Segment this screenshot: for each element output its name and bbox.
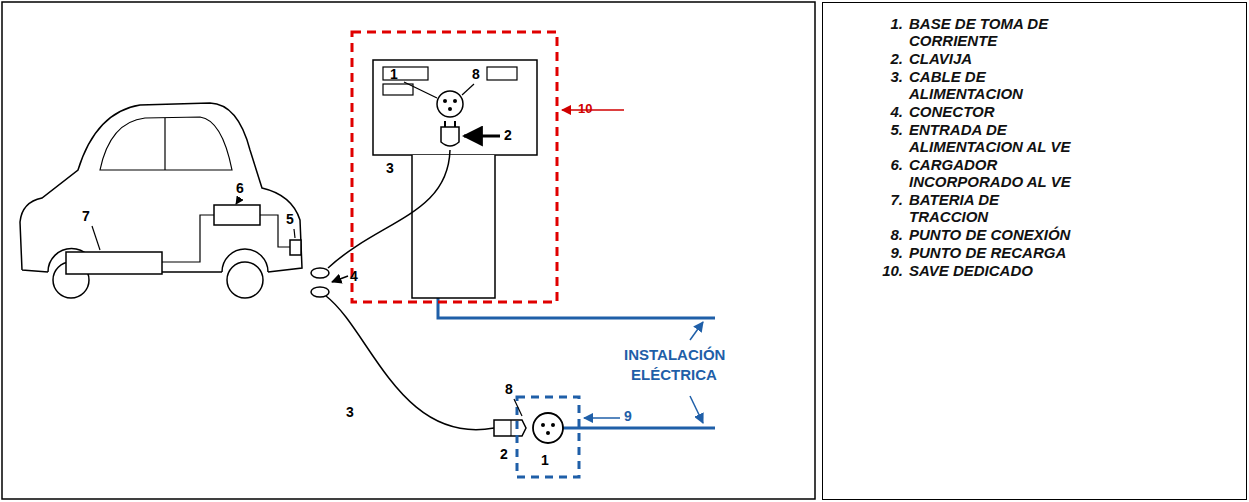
- recharge-region: [517, 397, 579, 477]
- socket-pin: [546, 431, 550, 435]
- leader-line: [404, 82, 437, 98]
- callout-number: 10: [578, 101, 592, 117]
- plug-pin: [444, 121, 446, 127]
- item-number: 9.: [873, 244, 903, 261]
- item-number: 5.: [873, 121, 903, 155]
- station-display: [383, 67, 428, 80]
- connector: [311, 287, 329, 297]
- leader-line: [294, 229, 295, 238]
- callout-number: 2: [500, 446, 508, 462]
- item-number: 10.: [873, 262, 903, 279]
- socket-pin: [551, 423, 555, 427]
- item-text: ENTRADA DE ALIMENTACION AL VE: [909, 121, 1079, 155]
- callout-number: 1: [541, 452, 549, 468]
- panel-frame: [2, 2, 815, 499]
- item-number: 7.: [873, 191, 903, 225]
- car-window: [100, 117, 232, 170]
- legend-list: 1.BASE DE TOMA DE CORRIENTE2.CLAVIJA3.CA…: [873, 15, 1246, 279]
- legend-panel: 1.BASE DE TOMA DE CORRIENTE2.CLAVIJA3.CA…: [822, 2, 1247, 500]
- power-inlet: [290, 240, 301, 255]
- item-text: BASE DE TOMA DE CORRIENTE: [909, 15, 1079, 49]
- installation-wire: [563, 427, 715, 430]
- leader-line: [514, 399, 522, 416]
- callout-number: 9: [624, 408, 632, 424]
- callout-number: 1: [390, 66, 398, 82]
- item-number: 8.: [873, 226, 903, 243]
- leader-line: [462, 84, 474, 95]
- leader-arrow: [236, 198, 240, 204]
- save-region: [352, 32, 557, 302]
- leader-line: [562, 109, 624, 111]
- connector: [311, 268, 329, 278]
- item-text: CABLE DE ALIMENTACION: [909, 68, 1079, 102]
- item-number: 1.: [873, 15, 903, 49]
- plug-pin: [454, 121, 456, 127]
- callout-number: 5: [286, 211, 294, 227]
- car-wiring: [260, 215, 290, 247]
- callout-number: 8: [505, 381, 513, 397]
- leader-line: [92, 226, 100, 250]
- item-text: PUNTO DE RECARGA: [909, 244, 1079, 261]
- callout-number: 2: [504, 127, 512, 143]
- car-pillar: [164, 118, 165, 170]
- callout-number: 4: [350, 268, 358, 284]
- installation-label: INSTALACIÓN ELÉCTRICA: [624, 345, 724, 385]
- socket: [533, 413, 563, 443]
- station-head: [373, 60, 537, 155]
- callout-number: 8: [472, 66, 480, 82]
- leader-line: [584, 417, 620, 419]
- plug: [494, 420, 526, 436]
- callout-number: 3: [386, 160, 394, 176]
- leader-line: [690, 396, 703, 423]
- car-wiring: [162, 215, 214, 262]
- leader-arrow: [464, 135, 500, 138]
- callout-number: 3: [346, 404, 354, 420]
- socket-pin: [541, 423, 545, 427]
- leader-arrow: [332, 276, 348, 282]
- car-wheel: [227, 262, 263, 298]
- station-post: [412, 155, 495, 298]
- socket-pin: [443, 99, 447, 103]
- plug: [441, 127, 459, 146]
- item-number: 2.: [873, 50, 903, 67]
- item-text: CONECTOR: [909, 103, 1079, 120]
- installation-wire: [438, 298, 715, 318]
- leader-line: [690, 322, 703, 340]
- traction-battery: [66, 252, 162, 274]
- callout-number: 7: [82, 208, 90, 224]
- item-text: PUNTO DE CONEXIÓN: [909, 226, 1079, 243]
- plug-grip: [511, 420, 512, 436]
- item-text: CLAVIJA: [909, 50, 1079, 67]
- car-body: [20, 103, 302, 272]
- item-text: BATERIA DE TRACCION: [909, 191, 1079, 225]
- socket-pin: [448, 107, 452, 111]
- item-number: 4.: [873, 103, 903, 120]
- station-display: [383, 84, 413, 95]
- socket-pin: [453, 99, 457, 103]
- item-number: 6.: [873, 156, 903, 190]
- item-number: 3.: [873, 68, 903, 102]
- socket: [437, 91, 463, 117]
- item-text: CARGADOR INCORPORADO AL VE: [909, 156, 1079, 190]
- station-display: [487, 67, 517, 80]
- item-text: SAVE DEDICADO: [909, 262, 1079, 279]
- supply-cable: [328, 150, 450, 268]
- onboard-charger: [214, 205, 260, 225]
- supply-cable: [326, 296, 494, 430]
- callout-number: 6: [236, 180, 244, 196]
